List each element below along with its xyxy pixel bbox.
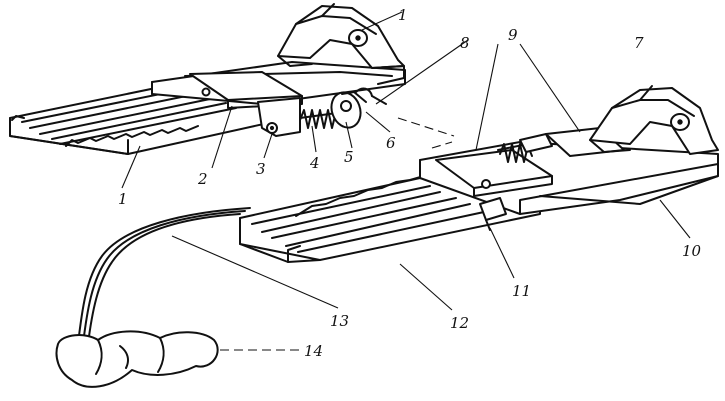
callout-10: 10 xyxy=(682,242,702,260)
left-seat-bracket xyxy=(277,3,405,85)
callout-7: 7 xyxy=(634,34,644,52)
callout-1-top-bracket: 1 xyxy=(398,6,408,24)
right-lug xyxy=(479,197,507,231)
right-spring xyxy=(497,133,553,163)
callout-1-left-rail: 1 xyxy=(118,190,128,208)
callout-labels: 1 1 2 3 4 5 6 7 8 9 10 11 12 13 14 xyxy=(118,6,702,360)
callout-5: 5 xyxy=(344,148,354,166)
release-handle xyxy=(55,330,219,388)
callout-11: 11 xyxy=(512,282,531,300)
leader-lines xyxy=(121,11,691,351)
release-cable xyxy=(77,207,251,345)
callout-4: 4 xyxy=(309,154,320,172)
callout-8: 8 xyxy=(460,34,470,52)
callout-13: 13 xyxy=(330,312,349,330)
right-seat-bracket xyxy=(589,85,719,155)
left-slide-assembly xyxy=(9,3,406,155)
right-slide-assembly xyxy=(239,85,719,263)
callout-6: 6 xyxy=(386,134,396,152)
right-lower-rail xyxy=(239,175,541,263)
callout-3: 3 xyxy=(256,160,266,178)
callout-9: 9 xyxy=(508,26,518,44)
callout-14: 14 xyxy=(304,342,323,360)
callout-12: 12 xyxy=(450,314,469,332)
left-clamp-plate xyxy=(189,71,303,137)
callout-2: 2 xyxy=(197,170,208,188)
left-lever xyxy=(330,87,387,129)
